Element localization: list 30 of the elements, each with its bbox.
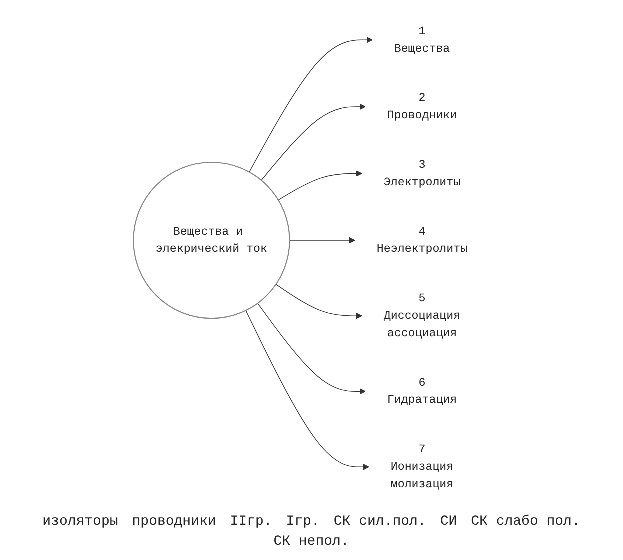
- line-tick-label: СИ: [440, 514, 458, 530]
- node-label: 1: [418, 24, 426, 38]
- line-tick-label: Iгр.: [286, 514, 320, 530]
- node-label: 2: [418, 92, 426, 105]
- arrow: [261, 104, 366, 181]
- node-label: 3: [418, 158, 426, 172]
- arrow: [276, 284, 362, 320]
- node-text: Вещества: [394, 42, 450, 56]
- node-label: 4: [418, 225, 426, 238]
- node-text: Гидратация: [387, 394, 458, 407]
- node-circle: Вещества и элекрический ток: [133, 162, 290, 320]
- node-text: Неэлектролиты: [376, 242, 468, 256]
- node-label: 5: [418, 292, 426, 306]
- node-text: Электролиты: [384, 176, 461, 190]
- line-tick-label: проводники: [132, 514, 216, 530]
- node-text: Проводники: [387, 109, 458, 122]
- line-tick-label: IIгр.: [230, 514, 272, 530]
- node-text: Ионизация молизация: [390, 460, 454, 492]
- arrow: [258, 303, 366, 395]
- arrow: [289, 237, 356, 244]
- arrow: [246, 310, 370, 470]
- node-label: 7: [418, 443, 426, 456]
- arrow: [249, 36, 373, 173]
- node-text: Диссоциация ассоциация: [384, 310, 461, 340]
- arrow: [278, 170, 362, 201]
- line-tick-label: СК непол.: [274, 534, 350, 550]
- line-tick-label: изоляторы: [42, 514, 118, 530]
- node-label: 6: [418, 376, 426, 390]
- line-tick-label: СК слабо пол.: [471, 514, 580, 530]
- line-tick-label: СК сил.пол.: [334, 514, 426, 530]
